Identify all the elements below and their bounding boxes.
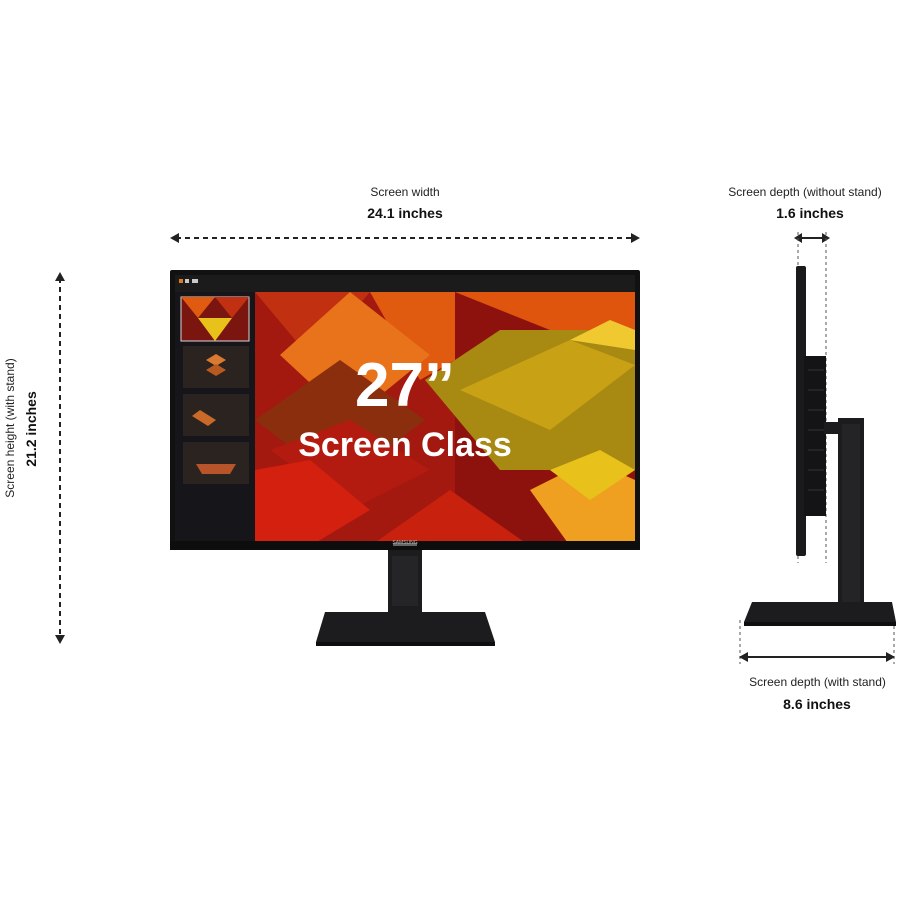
screen-class-text: Screen Class: [298, 426, 512, 464]
depth-with-stand-arrow: [739, 620, 895, 664]
depth-without-stand-value: 1.6 inches: [776, 205, 844, 221]
screen-height-arrow: [55, 272, 65, 644]
brand-label: SAMSUNG: [392, 540, 418, 546]
monitor-side-view: [744, 266, 896, 626]
depth-with-stand-value: 8.6 inches: [783, 696, 851, 712]
depth-with-stand-label: Screen depth (with stand): [749, 675, 886, 689]
screen-width-label: Screen width: [370, 185, 440, 199]
depth-without-stand-label: Screen depth (without stand): [728, 185, 882, 199]
brand-logo: [393, 543, 417, 546]
slide-thumbnails: [180, 296, 250, 484]
screen-height-value: 21.2 inches: [23, 391, 39, 467]
screen-width-arrow: [170, 233, 640, 243]
monitor-front: [170, 270, 640, 646]
screen-height-label: Screen height (with stand): [3, 358, 17, 498]
screen-size-text: 27”: [355, 351, 455, 420]
screen-width-value: 24.1 inches: [367, 205, 443, 221]
